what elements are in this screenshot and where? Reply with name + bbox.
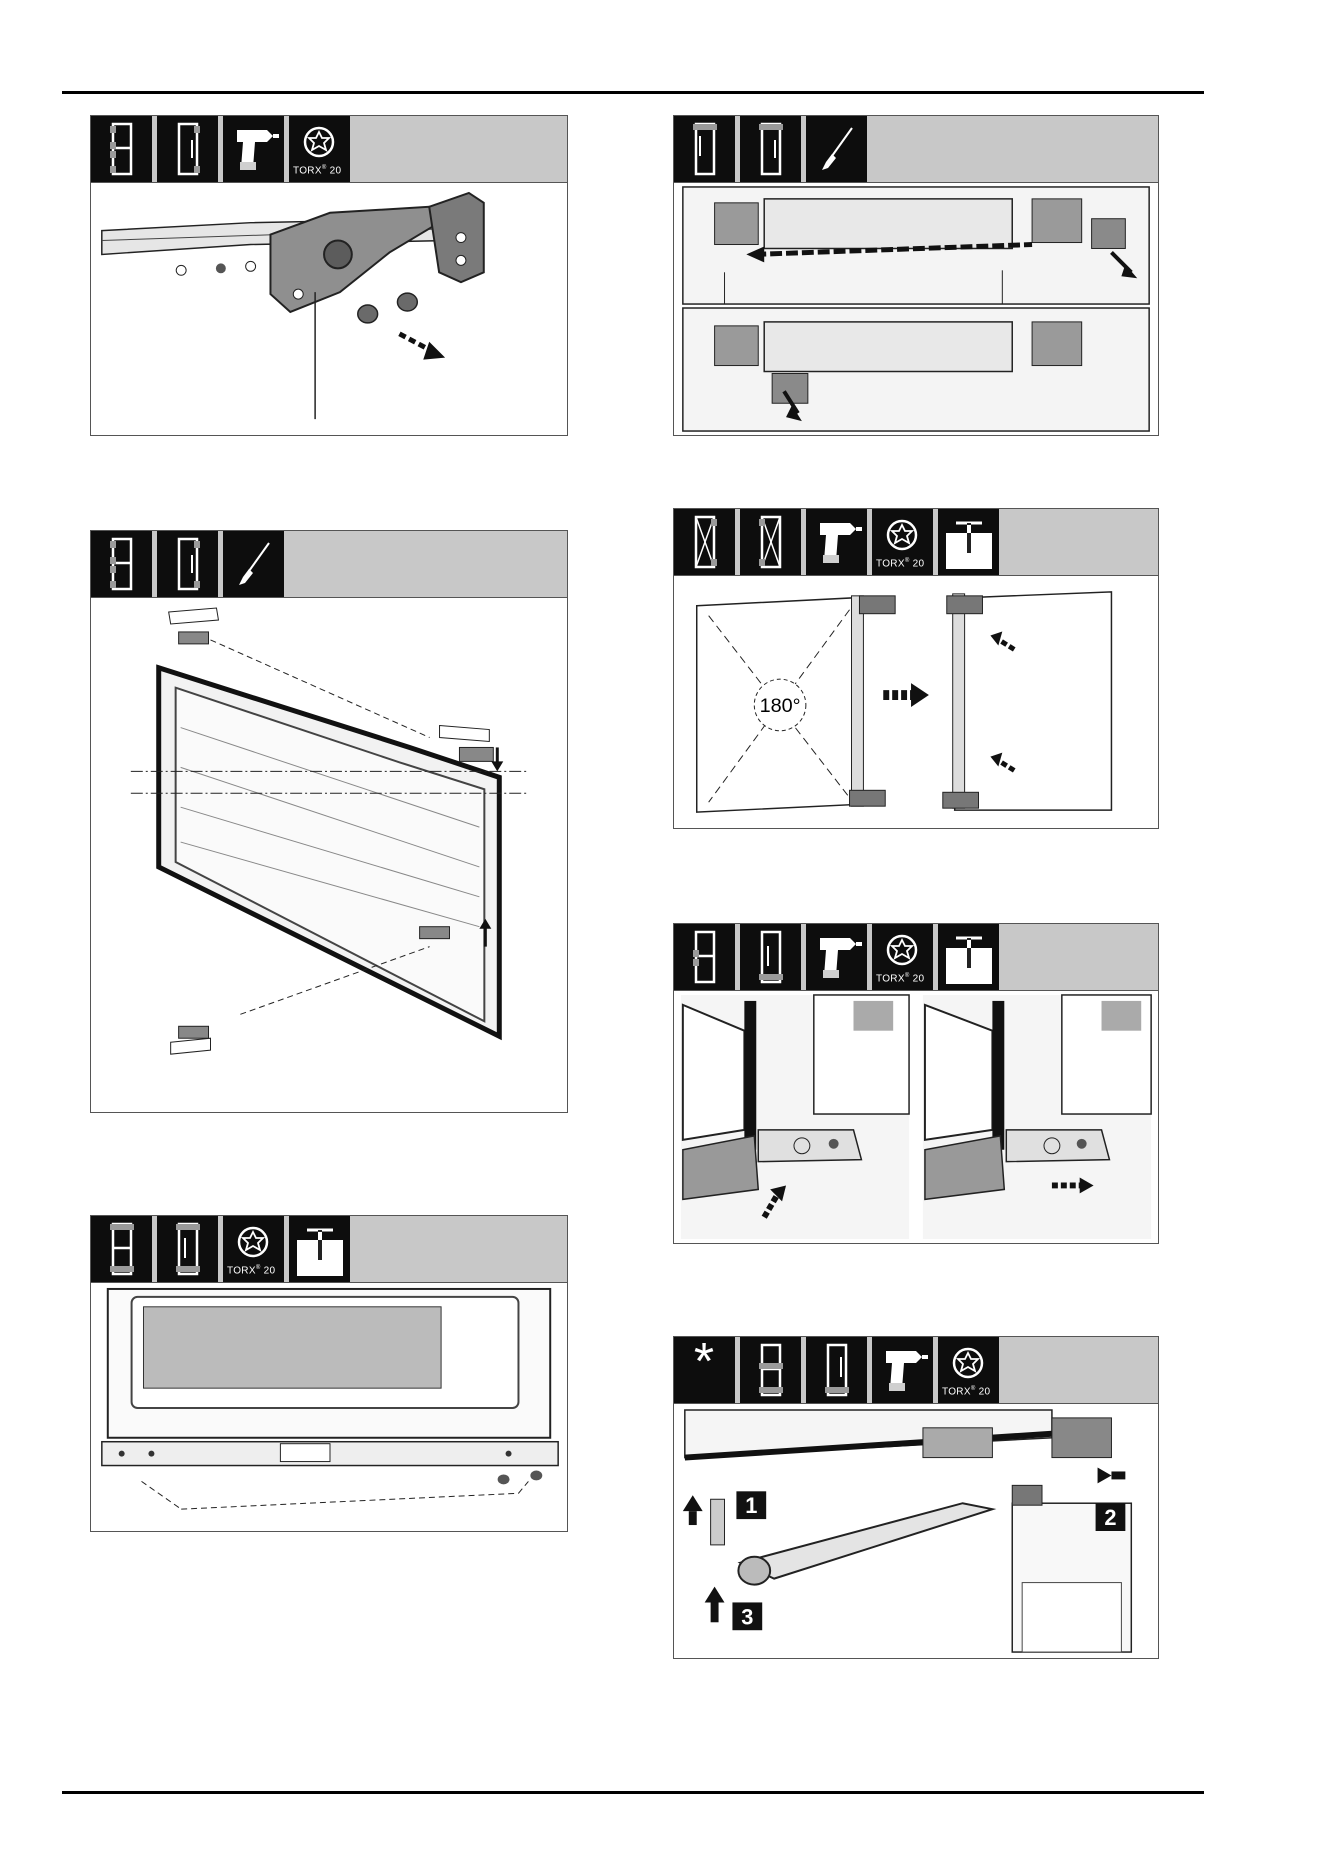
door-hinge-icon	[740, 509, 801, 575]
double-door-fridge-icon	[91, 531, 152, 597]
single-door-fridge-icon	[806, 1337, 867, 1403]
screw-in-wood-icon	[289, 1216, 350, 1282]
step-badge-1: 1	[736, 1491, 766, 1519]
tool-bar: TORX® 20	[91, 1216, 567, 1283]
torx-label: TORX® 20	[227, 1265, 275, 1276]
torx-label: TORX® 20	[876, 973, 924, 984]
rotation-angle-label: 180°	[760, 695, 801, 717]
single-door-fridge-icon	[740, 116, 801, 182]
single-door-fridge-icon	[157, 531, 218, 597]
single-door-fridge-icon	[740, 1337, 801, 1403]
screw-in-wood-icon	[938, 924, 999, 990]
step-badge-2: 2	[1096, 1503, 1126, 1531]
svg-text:2: 2	[1104, 1505, 1116, 1530]
cordless-drill-icon	[872, 1337, 933, 1403]
svg-text:1: 1	[745, 1493, 757, 1518]
hinge-illustration	[91, 183, 567, 435]
double-door-fridge-icon	[674, 924, 735, 990]
door-hinge-icon	[674, 509, 735, 575]
single-door-fridge-icon	[157, 116, 218, 182]
asterisk-icon: *	[674, 1337, 735, 1403]
tool-bar: TORX® 20	[674, 924, 1158, 991]
footer-rule	[62, 1791, 1204, 1794]
tool-bar	[674, 116, 1158, 183]
lower-hinge-illustration	[674, 991, 1158, 1243]
step-panel-gas-strut: * TORX® 20	[673, 1336, 1159, 1659]
cordless-drill-icon	[806, 509, 867, 575]
svg-text:3: 3	[741, 1604, 753, 1629]
asterisk-glyph: *	[694, 1337, 714, 1391]
step-panel-top-cover	[673, 115, 1159, 436]
top-cover-illustration	[674, 183, 1158, 435]
torx-label: TORX® 20	[293, 165, 341, 176]
screw-in-wood-icon	[938, 509, 999, 575]
step-panel-door-caps	[90, 530, 568, 1113]
door-flip-illustration: 180°	[674, 576, 1158, 828]
single-door-fridge-icon	[674, 116, 735, 182]
step-panel-lower-hinge: TORX® 20	[673, 923, 1159, 1244]
cordless-drill-icon	[806, 924, 867, 990]
single-door-fridge-icon	[91, 1216, 152, 1282]
single-door-fridge-icon	[740, 924, 801, 990]
step-panel-door-hinge-swap: TORX® 20 180°	[673, 508, 1159, 829]
header-rule	[62, 91, 1204, 94]
double-door-fridge-icon	[91, 116, 152, 182]
step-panel-hinge-removal: TORX® 20	[90, 115, 568, 436]
torx-bit-icon: TORX® 20	[872, 509, 933, 575]
screwdriver-icon	[223, 531, 284, 597]
tool-bar: TORX® 20	[674, 509, 1158, 576]
tool-bar	[91, 531, 567, 598]
torx-label: TORX® 20	[942, 1386, 990, 1397]
bottom-cover-illustration	[91, 1283, 567, 1531]
tool-bar: TORX® 20	[91, 116, 567, 183]
single-door-fridge-icon	[157, 1216, 218, 1282]
step-badge-3: 3	[732, 1602, 762, 1630]
cordless-drill-icon	[223, 116, 284, 182]
torx-bit-icon: TORX® 20	[223, 1216, 284, 1282]
screwdriver-icon	[806, 116, 867, 182]
torx-bit-icon: TORX® 20	[938, 1337, 999, 1403]
torx-bit-icon: TORX® 20	[872, 924, 933, 990]
door-caps-illustration	[91, 598, 567, 1112]
torx-label: TORX® 20	[876, 558, 924, 569]
torx-bit-icon: TORX® 20	[289, 116, 350, 182]
tool-bar: * TORX® 20	[674, 1337, 1158, 1404]
gas-strut-illustration: 1 2 3	[674, 1404, 1158, 1658]
step-panel-bottom-cover: TORX® 20	[90, 1215, 568, 1532]
